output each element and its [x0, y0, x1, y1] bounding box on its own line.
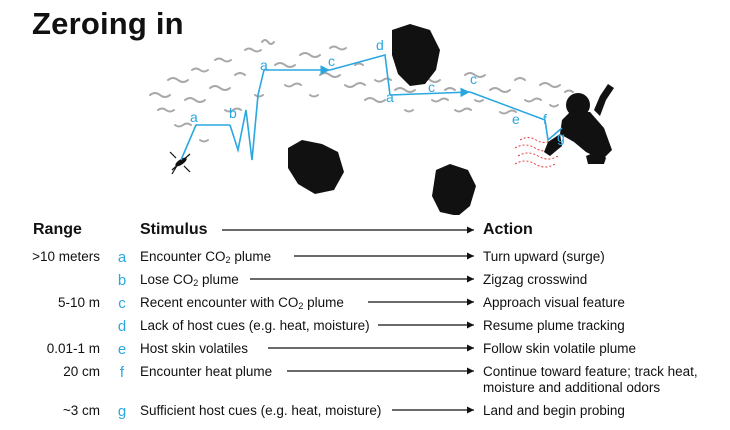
- visual-feature-silhouette: [392, 24, 440, 86]
- step-letter: a: [117, 249, 127, 266]
- header-action: Action: [483, 221, 533, 238]
- diagram-label-a: a: [190, 109, 198, 125]
- range-value: 0.01-1 m: [46, 341, 100, 356]
- diagram-label-d: d: [376, 37, 384, 53]
- diagram-label-c: c: [328, 53, 335, 69]
- diagram-label-f: f: [543, 111, 547, 127]
- figure-title: Zeroing in: [32, 6, 184, 41]
- action-text: Approach visual feature: [483, 295, 625, 310]
- stimulus-text: Recent encounter with CO2 plume: [140, 295, 344, 311]
- diagram-label-c: c: [470, 71, 477, 87]
- header-range: Range: [33, 221, 82, 238]
- stimulus-text: Sufficient host cues (e.g. heat, moistur…: [140, 403, 382, 418]
- step-letter: g: [117, 403, 127, 420]
- diagram-label-b: b: [229, 105, 237, 121]
- stimulus-text: Encounter heat plume: [140, 364, 273, 379]
- header-stimulus: Stimulus: [140, 221, 208, 238]
- diagram-label-a: a: [260, 57, 268, 73]
- visual-feature-silhouette: [432, 164, 476, 215]
- range-value: >10 meters: [32, 249, 100, 264]
- range-value: 20 cm: [63, 364, 100, 379]
- visual-feature-silhouette: [288, 140, 344, 194]
- action-text: Continue toward feature; track heat,mois…: [483, 364, 698, 395]
- human-host-silhouette: [544, 84, 614, 164]
- action-text: Turn upward (surge): [483, 249, 605, 264]
- flight-path-illustration: a b a c d a c c e f g: [149, 24, 614, 215]
- stimulus-text: Lack of host cues (e.g. heat, moisture): [140, 318, 370, 333]
- action-text: Follow skin volatile plume: [483, 341, 637, 356]
- range-value: 5-10 m: [57, 295, 100, 310]
- diagram-label-a: a: [386, 89, 394, 105]
- step-letter: d: [117, 318, 127, 335]
- step-letter: c: [118, 295, 126, 312]
- stimulus-text: Host skin volatiles: [140, 341, 249, 356]
- mosquito-icon: [169, 151, 191, 175]
- diagram-label-c: c: [428, 79, 435, 95]
- range-value: ~3 cm: [62, 403, 100, 418]
- diagram-label-e: e: [512, 111, 520, 127]
- flight-path: [180, 53, 563, 161]
- stimulus-text: Encounter CO2 plume: [140, 249, 272, 265]
- action-text: Land and begin probing: [483, 403, 625, 418]
- odor-plume: [149, 39, 574, 143]
- stimulus-text: Lose CO2 plume: [140, 272, 239, 288]
- step-letter: e: [117, 341, 127, 358]
- action-text: Resume plume tracking: [483, 318, 625, 333]
- step-letter: f: [119, 364, 125, 381]
- action-text: Zigzag crosswind: [483, 272, 588, 287]
- heat-plume: [514, 137, 559, 168]
- diagram-label-g: g: [557, 129, 565, 145]
- step-letter: b: [117, 272, 127, 289]
